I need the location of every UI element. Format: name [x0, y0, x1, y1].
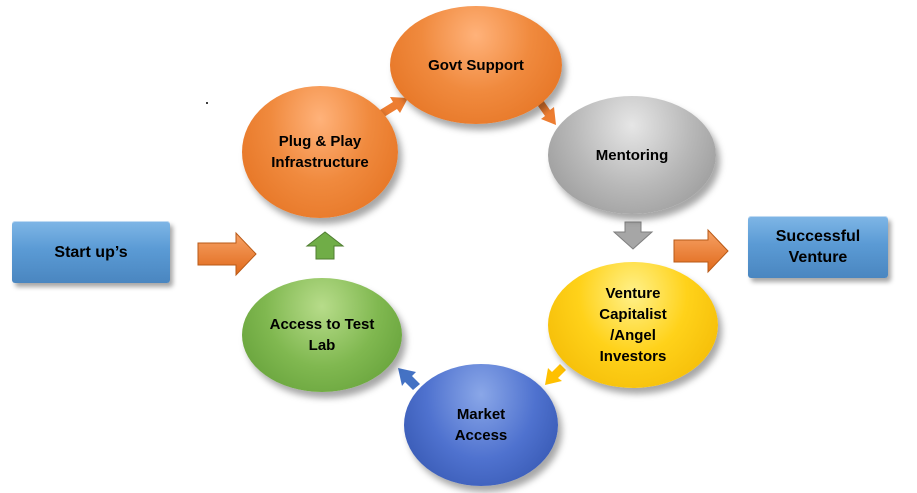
govt-support-ellipse: Govt Support [390, 6, 562, 124]
successful-line2: Venture [788, 249, 848, 266]
arrow-small-icon [538, 100, 556, 125]
govt-support-label: Govt Support [428, 56, 524, 74]
market-access-line1: Market [456, 406, 506, 423]
stray-dot [206, 102, 208, 104]
arrow-right-icon [673, 228, 729, 274]
venture-capitalist-ellipse: Venture Capitalist /Angel Investors [548, 262, 718, 388]
arrow-right-icon [197, 231, 257, 277]
arrow-small-icon [380, 97, 408, 117]
arrow-small-icon [545, 364, 566, 385]
test-lab-line1: Access to Test [269, 316, 375, 333]
start-ups-label: Start up’s [54, 243, 128, 261]
plug-play-line2: Infrastructure [271, 154, 369, 171]
mentoring-ellipse: Mentoring [548, 96, 716, 214]
successful-venture-box: Successful Venture [748, 216, 888, 278]
start-ups-box: Start up’s [12, 221, 170, 283]
arrow-down-icon [612, 221, 654, 250]
test-lab-ellipse: Access to Test Lab [242, 278, 402, 392]
plug-play-ellipse: Plug & Play Infrastructure [242, 86, 398, 218]
venture-line2: Capitalist [599, 306, 667, 323]
market-access-ellipse: Market Access [404, 364, 558, 486]
arrow-up-icon [305, 231, 345, 260]
arrow-small-icon [398, 368, 420, 390]
mentoring-label: Mentoring [595, 146, 669, 164]
venture-line4: Investors [599, 348, 667, 365]
test-lab-line2: Lab [308, 337, 336, 354]
market-access-line2: Access [454, 427, 508, 444]
venture-line1: Venture [605, 285, 661, 302]
successful-line1: Successful [775, 228, 861, 245]
venture-line3: /Angel [610, 327, 656, 344]
plug-play-line1: Plug & Play [278, 133, 362, 150]
